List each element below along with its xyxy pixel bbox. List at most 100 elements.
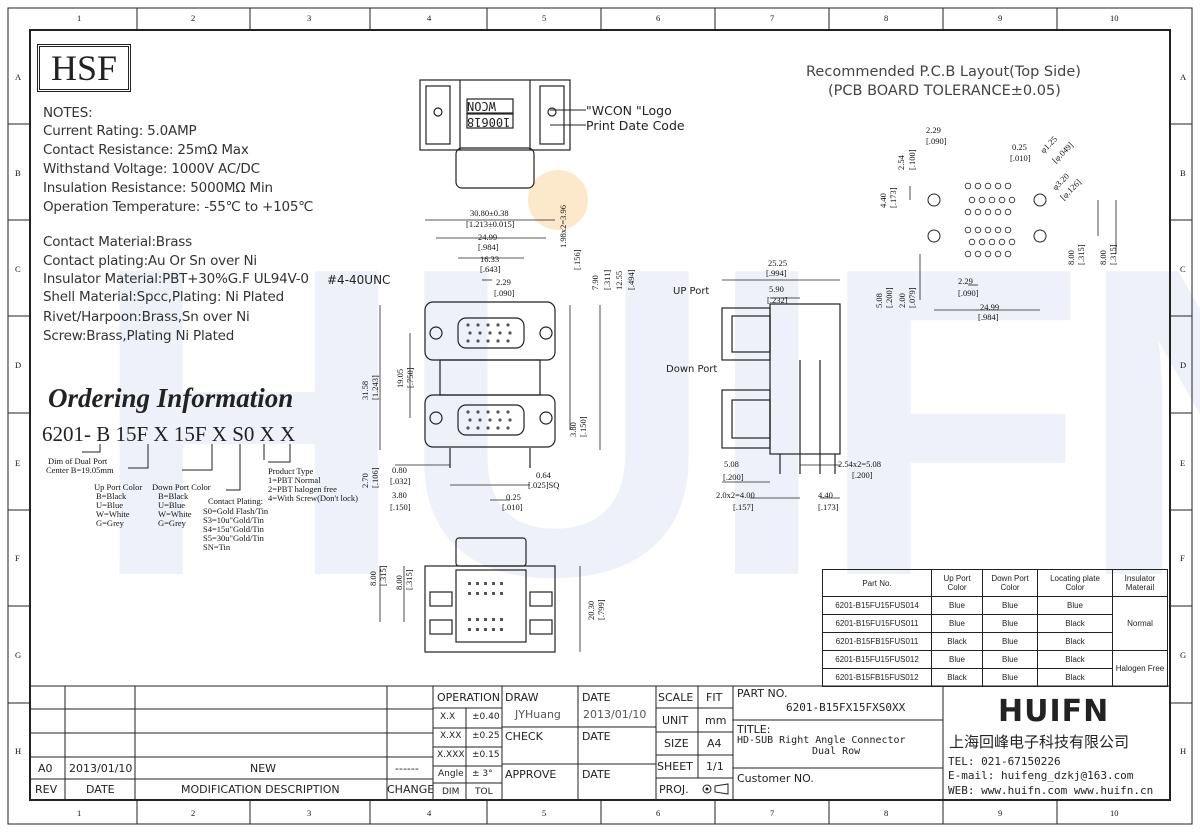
hole-label: #4-40UNC <box>327 273 391 287</box>
down-port-info: B=Black <box>158 491 189 501</box>
proj-label: PROJ. <box>659 783 689 796</box>
plating-info: S5=30u"Gold/Tin <box>203 533 264 543</box>
front-dim: [.984] <box>478 242 499 252</box>
up-port-info: Up Port Color <box>94 482 143 492</box>
draw-label: DRAW <box>505 691 539 704</box>
product-type-info: 4=With Screw(Don't lock) <box>268 493 359 503</box>
parts-cell: Normal <box>1112 596 1168 651</box>
product-type-info: 2=PBT halogen free <box>268 484 337 494</box>
tol-value: ± 3° <box>472 769 493 779</box>
rev-header: REV <box>35 783 58 796</box>
pcb-dim: 2.29 <box>926 125 941 135</box>
side-dim: [.994] <box>766 268 787 278</box>
row-marker: F <box>1180 553 1185 563</box>
ordering-title: Ordering Information <box>48 383 294 413</box>
hsf-logo: HSF <box>37 44 131 92</box>
col-marker: 1 <box>77 808 82 818</box>
front-dim: [1.213±0.015] <box>466 219 515 229</box>
col-marker: 4 <box>427 808 432 818</box>
rev-date-value: 2013/01/10 <box>69 762 133 775</box>
top-view-callouts <box>550 109 586 126</box>
row-marker: G <box>15 650 22 660</box>
front-dim: [.643] <box>480 264 501 274</box>
plating-info: SN=Tin <box>203 542 231 552</box>
company-tel: TEL: 021-67150226 <box>948 755 1061 768</box>
front-dim: [.010] <box>502 502 523 512</box>
note-line: Operation Temperature: -55℃ to +105℃ <box>43 199 314 215</box>
up-port-info: W=White <box>96 509 130 519</box>
projection-symbol-icon <box>702 783 729 795</box>
rev-header: DATE <box>86 783 115 796</box>
front-dim: [.150] <box>390 502 411 512</box>
material-line: Contact Material:Brass <box>43 234 192 250</box>
part-no-value: 6201-B15FX15FXS0XX <box>786 701 906 714</box>
pcb-layout-drawing <box>909 182 1117 311</box>
pcb-dim: [.984] <box>978 312 999 322</box>
front-dim: [.090] <box>494 288 515 298</box>
pcb-subtitle: (PCB BOARD TOLERANCE±0.05) <box>828 83 1061 99</box>
side-dim: 2.54x2=5.08 <box>838 459 882 469</box>
material-line: Rivet/Harpoon:Brass,Sn over Ni <box>43 309 250 325</box>
col-marker: 8 <box>884 13 889 23</box>
tol-header: DIM <box>442 787 460 797</box>
side-dim: [.173] <box>818 502 839 512</box>
sheet-label: SHEET <box>657 760 693 773</box>
note-line: Insulation Resistance: 5000MΩ Min <box>43 180 273 196</box>
scale-label: SCALE <box>658 691 694 704</box>
plating-info: S3=10u"Gold/Tin <box>203 515 264 525</box>
row-marker: A <box>1180 72 1187 82</box>
row-marker: B <box>1180 168 1186 178</box>
company-logo: HUIFN <box>998 694 1110 729</box>
col-marker: 6 <box>656 13 661 23</box>
col-marker: 3 <box>307 808 312 818</box>
down-port-info: W=White <box>158 509 192 519</box>
tol-dim: X.XXX <box>437 750 465 760</box>
dim-note: Center B=19.05mm <box>46 465 114 475</box>
row-marker: A <box>15 72 22 82</box>
unit-label: UNIT <box>662 714 689 727</box>
dim-note: Dim of Dual Port <box>48 456 108 466</box>
front-dim: 2.29 <box>496 277 511 287</box>
date-value: 2013/01/10 <box>583 708 647 721</box>
front-dim: 0.64 <box>536 470 551 480</box>
customer-label: Customer NO. <box>737 772 814 785</box>
parts-header: Up Port Color <box>931 569 983 597</box>
product-type-info: 1=PBT Normal <box>268 475 321 485</box>
row-marker: D <box>15 360 22 370</box>
material-line: Screw:Brass,Plating Ni Plated <box>43 328 235 344</box>
title-label: TITLE: <box>737 723 771 736</box>
product-type-info: Product Type <box>268 466 314 476</box>
row-marker: G <box>1180 650 1187 660</box>
col-marker: 5 <box>542 13 547 23</box>
check-label: CHECK <box>505 730 543 743</box>
approve-label: APPROVE <box>505 768 557 781</box>
operation-label: OPERATION <box>437 691 500 704</box>
rev-header: MODIFICATION DESCRIPTION <box>181 783 340 796</box>
col-marker: 9 <box>998 808 1003 818</box>
draw-name: JYHuang <box>515 708 561 721</box>
side-view-drawing <box>721 279 841 499</box>
side-dim: [.157] <box>733 502 754 512</box>
rev-change-value: ------ <box>395 762 419 775</box>
front-dim: [.032] <box>390 476 411 486</box>
up-port-info: G=Grey <box>96 518 124 528</box>
top-view-drawing <box>419 79 571 189</box>
col-marker: 3 <box>307 13 312 23</box>
tol-dim: Angle <box>438 769 464 779</box>
col-marker: 2 <box>191 13 196 23</box>
col-marker: 2 <box>191 808 196 818</box>
title-line2: Dual Row <box>812 746 861 757</box>
date-label: DATE <box>582 768 611 781</box>
side-dim: 5.90 <box>769 284 784 294</box>
up-port-info: B=Black <box>96 491 127 501</box>
row-marker: H <box>1180 746 1187 756</box>
front-dim: 16.33 <box>480 254 500 264</box>
side-dim: 4.40 <box>818 490 833 500</box>
parts-header: Down Port Color <box>982 569 1038 597</box>
pcb-title: Recommended P.C.B Layout(Top Side) <box>806 64 1081 80</box>
row-marker: H <box>15 746 22 756</box>
fit-label: FIT <box>706 691 723 704</box>
col-marker: 8 <box>884 808 889 818</box>
